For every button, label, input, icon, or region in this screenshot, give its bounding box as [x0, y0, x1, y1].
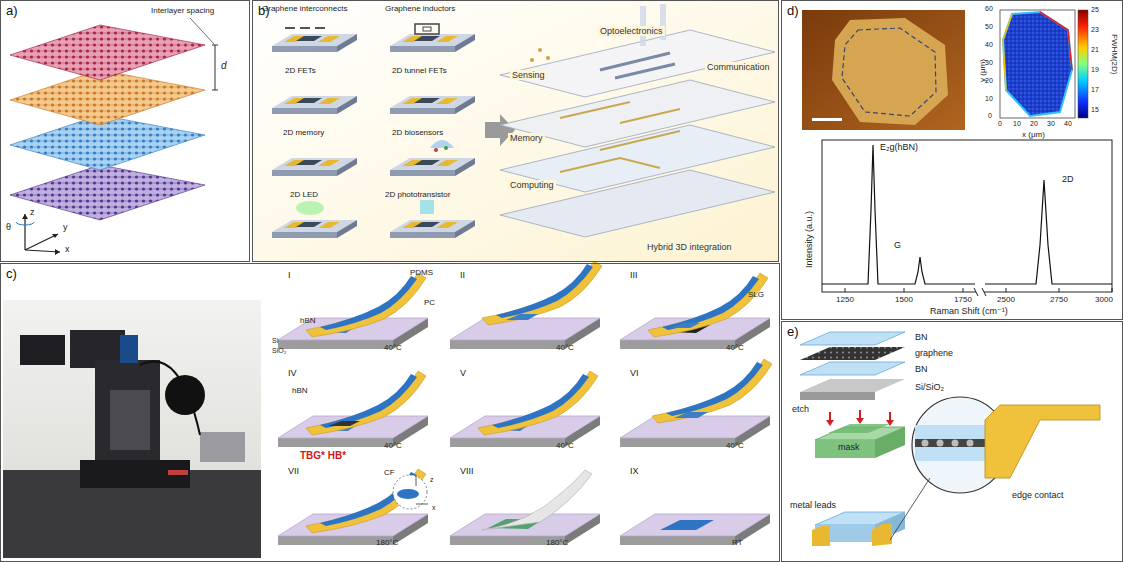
figure-label: Hybrid 3D integration — [645, 242, 734, 252]
figure-label: 30 — [1047, 120, 1055, 128]
figure-label: 2500 — [997, 295, 1015, 304]
figure-label: 1750 — [954, 295, 972, 304]
figure-label: 40°C — [556, 343, 574, 352]
figure-label: θ — [6, 222, 11, 232]
figure-label: y — [63, 222, 68, 232]
figure-label: E₂g(hBN) — [880, 142, 918, 152]
figure-label: etch — [792, 404, 809, 414]
figure-label: Si/SiO₂ — [915, 382, 944, 392]
figure-label: mask — [838, 442, 860, 452]
figure-label: x — [432, 504, 436, 512]
figure-label: 2D memory — [283, 128, 324, 137]
figure-label: 180°C — [546, 538, 568, 547]
figure-label: 1250 — [836, 295, 854, 304]
figure-label: BN — [915, 364, 928, 374]
figure-label: Intensity (a.u.) — [804, 211, 814, 268]
figure-label: Si — [272, 337, 278, 345]
figure-label: 40°C — [726, 343, 744, 352]
figure-label: metal leads — [790, 500, 836, 510]
figure-label: 40°C — [726, 441, 744, 450]
figure-label: VII — [288, 466, 299, 476]
figure-label: 20 — [1030, 120, 1038, 128]
panel-frame: b) — [252, 0, 779, 262]
panel-letter: c) — [1, 265, 22, 283]
figure-label: 50 — [985, 23, 993, 31]
figure-label: Graphene interconnects — [262, 4, 347, 13]
figure-label: 15 — [1091, 106, 1099, 114]
figure-label: Interlayer spacing — [150, 6, 215, 15]
figure-label: 180°C — [376, 538, 398, 547]
figure-label: 2D FETs — [285, 66, 316, 75]
figure-label: III — [630, 270, 638, 280]
figure-label: Raman Shift (cm⁻¹) — [930, 306, 1008, 316]
figure-label: 40°C — [384, 343, 402, 352]
figure-label: 10 — [1013, 120, 1021, 128]
figure-label: 0 — [998, 120, 1002, 128]
figure-label: 40 — [985, 41, 993, 49]
panel-letter: d) — [782, 2, 804, 20]
figure-label: II — [460, 270, 465, 280]
figure-label: PDMS — [410, 268, 433, 277]
panel-frame: a) — [0, 0, 250, 262]
figure-label: 21 — [1091, 46, 1099, 54]
figure-label: Sensing — [510, 70, 547, 80]
figure-label: 40°C — [556, 441, 574, 450]
figure-label: x — [65, 244, 70, 254]
figure-label: SLG — [748, 290, 764, 299]
figure-label: 25 — [1091, 6, 1099, 14]
figure-label: 2D — [1062, 174, 1074, 184]
figure-label: 2D tunnel FETs — [392, 66, 447, 75]
figure-label: z — [430, 476, 434, 484]
figure-label: hBN — [292, 386, 308, 395]
figure-label: 20 — [985, 77, 993, 85]
figure-label: IX — [630, 466, 639, 476]
figure-label: x (μm) — [1022, 130, 1045, 139]
figure-label: RT — [732, 538, 743, 547]
figure-label: Optoelectronics — [598, 26, 665, 36]
figure-label: z — [30, 207, 35, 217]
figure-label: 2D LED — [290, 190, 318, 199]
figure-label: BN — [915, 332, 928, 342]
figure-label: 23 — [1091, 26, 1099, 34]
figure-label: I — [288, 270, 291, 280]
figure-label: Memory — [508, 133, 545, 143]
figure-label: 17 — [1091, 86, 1099, 94]
figure-label: 2D phototransistor — [385, 190, 450, 199]
figure-label: VIII — [460, 466, 474, 476]
figure-label: FWHM(2D) — [1110, 34, 1119, 74]
figure-label: 2D biosensors — [392, 128, 443, 137]
panel-frame: d) — [781, 0, 1123, 320]
figure-label: 60 — [985, 5, 993, 13]
panel-letter: a) — [1, 2, 23, 20]
panel-frame: c) — [0, 263, 780, 562]
figure-label: V — [460, 368, 466, 378]
figure-label: Graphene inductors — [385, 4, 455, 13]
figure-label: VI — [630, 368, 639, 378]
figure-label: graphene — [915, 348, 953, 358]
figure-label: Communication — [705, 62, 772, 72]
figure-label: IV — [288, 368, 297, 378]
figure-label: 3000 — [1095, 295, 1113, 304]
figure-label: hBN — [300, 316, 316, 325]
figure-label: TBG* HB* — [300, 450, 346, 462]
figure-label: 2750 — [1050, 295, 1068, 304]
figure-label: SiO₂ — [272, 347, 286, 355]
figure-label: 19 — [1091, 66, 1099, 74]
figure-label: 10 — [985, 95, 993, 103]
figure-label: Computing — [508, 180, 556, 190]
figure-label: PC — [424, 298, 435, 307]
figure-label: 1500 — [895, 295, 913, 304]
figure-label: G — [894, 240, 901, 250]
figure-label: 40°C — [384, 441, 402, 450]
figure-label: 0 — [988, 112, 992, 120]
panel-letter: e) — [782, 323, 804, 341]
figure-label: CF — [384, 468, 395, 477]
figure-label: d — [221, 60, 227, 72]
figure-label: 40 — [1064, 120, 1072, 128]
figure-label: edge contact — [1012, 490, 1064, 500]
figure-label: 30 — [985, 59, 993, 67]
